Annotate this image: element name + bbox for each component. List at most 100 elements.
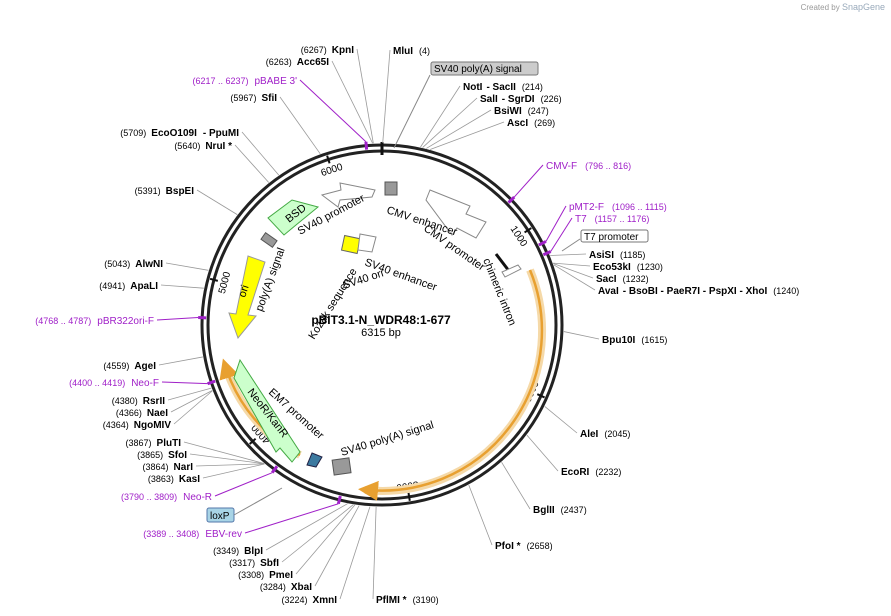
- tick-mark: [536, 393, 546, 399]
- restriction-site: PflMI *(3190): [376, 595, 439, 606]
- restriction-site: (4366)NaeI: [116, 408, 168, 419]
- restriction-site: BglII(2437): [533, 505, 587, 516]
- restriction-site: MluI(4): [393, 46, 430, 57]
- site-leader: [563, 331, 600, 340]
- primer-site: CMV-F(796 .. 816): [546, 161, 631, 172]
- site-leader: [550, 253, 587, 256]
- neor-arrow: [233, 358, 301, 463]
- restriction-site: (5709)EcoO109I- PpuMI: [120, 128, 239, 139]
- label-ori: ori: [236, 284, 251, 299]
- sv40-ori-box: [340, 234, 361, 255]
- site-leader: [167, 387, 212, 401]
- primer-site: (4400 .. 4419)Neo-F: [69, 378, 159, 389]
- site-leader: [202, 463, 265, 479]
- boxed-feature-loxp: loxP: [206, 507, 235, 523]
- restriction-site: (5640)NruI *: [174, 141, 232, 152]
- leader-t7-promoter-box: [561, 238, 581, 252]
- svg-text:loxP: loxP: [210, 511, 230, 522]
- primer-leader: [156, 317, 199, 321]
- site-leader: [165, 262, 209, 271]
- restriction-site: AleI(2045): [580, 429, 630, 440]
- restriction-site: (3349)BlpI: [213, 546, 263, 557]
- restriction-site: (3308)PmeI: [238, 570, 293, 581]
- restriction-site: PfoI *(2658): [495, 541, 553, 552]
- sv40-polyA-gray-box: [331, 457, 352, 476]
- site-leader: [422, 97, 478, 148]
- boxed-feature-sv40-polyA: SV40 poly(A) signal: [430, 61, 539, 76]
- tick-mark: [209, 277, 219, 282]
- site-leader: [526, 434, 559, 472]
- site-leader: [196, 189, 238, 215]
- restriction-site: (4559)AgeI: [103, 361, 156, 372]
- site-leader: [356, 48, 374, 144]
- restriction-site: AsiSI(1185): [589, 250, 645, 261]
- tick-label: 6000: [320, 162, 345, 179]
- restriction-site: (3224)XmnI: [282, 595, 338, 606]
- primer-mark: [538, 240, 547, 247]
- tick-mark: [326, 155, 331, 164]
- restriction-site: (3867)PluTI: [126, 438, 182, 449]
- site-leader: [501, 461, 531, 510]
- cmv-small-box: [384, 181, 398, 196]
- site-leader-lines: [156, 48, 600, 600]
- primer-site: pMT2-F(1096 .. 1115): [569, 202, 667, 213]
- primer-leader: [545, 205, 567, 242]
- primer-leader: [244, 503, 339, 534]
- site-leader: [544, 406, 578, 434]
- primer-site: (3790 .. 3809)Neo-R: [121, 492, 212, 503]
- site-leader: [170, 390, 213, 413]
- credit-brand: SnapGene: [841, 2, 885, 12]
- plasmid-size: 6315 bp: [361, 327, 401, 339]
- cmv-enhancer-arrow: [425, 189, 487, 239]
- long-polyA-arc-halo: [364, 268, 547, 495]
- restriction-site: Bpu10I(1615): [602, 335, 667, 346]
- sv40-promoter-arrow: [320, 182, 376, 208]
- site-leader: [339, 506, 371, 600]
- primer-leader: [550, 217, 573, 252]
- site-leader: [426, 109, 492, 149]
- site-leader: [314, 505, 360, 587]
- primer-leader: [299, 79, 367, 143]
- restriction-site: (6263)Acc65I: [266, 57, 329, 68]
- site-leader: [281, 504, 354, 563]
- em7-box: [306, 452, 323, 468]
- restriction-site: SacI(1232): [596, 274, 649, 285]
- site-labels: MluI(4)NotI- SacII(214)SalI- SgrDI(226)B…: [35, 45, 799, 606]
- tick-mark: [248, 437, 257, 445]
- primer-leader: [214, 472, 273, 497]
- tick-label: 5000: [217, 270, 234, 295]
- site-leader: [331, 60, 373, 144]
- site-leader: [279, 96, 321, 155]
- restriction-site: (3865)SfoI: [137, 450, 187, 461]
- site-leader: [382, 49, 391, 144]
- site-leader: [160, 284, 204, 289]
- leader-loxp-box: [233, 487, 283, 516]
- boxed-feature-t7-promoter: T7 promoter: [580, 229, 649, 243]
- leader-sv40-polyA-box: [393, 74, 431, 149]
- tick-mark: [407, 492, 411, 501]
- site-leader: [553, 264, 596, 291]
- site-leader: [183, 441, 265, 464]
- primer-mark: [364, 141, 369, 150]
- primer-mark: [271, 465, 279, 474]
- site-leader: [241, 131, 280, 176]
- restriction-site: Eco53kI(1230): [593, 262, 663, 273]
- primer-mark: [507, 195, 516, 204]
- site-leader: [234, 144, 270, 183]
- intron-arrow: [501, 264, 522, 278]
- restriction-site: (4364)NgoMIV: [103, 420, 172, 431]
- restriction-site: (6267)KpnI: [301, 45, 354, 56]
- bsd-arrow: [267, 199, 320, 236]
- svg-text:SV40 poly(A) signal: SV40 poly(A) signal: [434, 64, 522, 75]
- site-leader: [429, 121, 505, 150]
- primer-leader: [513, 164, 544, 198]
- snapgene-credit: Created by SnapGene: [801, 2, 885, 12]
- label-kozak: Kozak sequence: [306, 266, 359, 341]
- site-leader: [553, 262, 591, 267]
- restriction-site: (3864)NarI: [143, 462, 194, 473]
- svg-text:T7 promoter: T7 promoter: [584, 232, 639, 243]
- site-leader: [468, 484, 493, 546]
- restriction-site: (4941)ApaLI: [99, 281, 158, 292]
- primer-site: (3389 .. 3408)EBV-rev: [143, 529, 242, 540]
